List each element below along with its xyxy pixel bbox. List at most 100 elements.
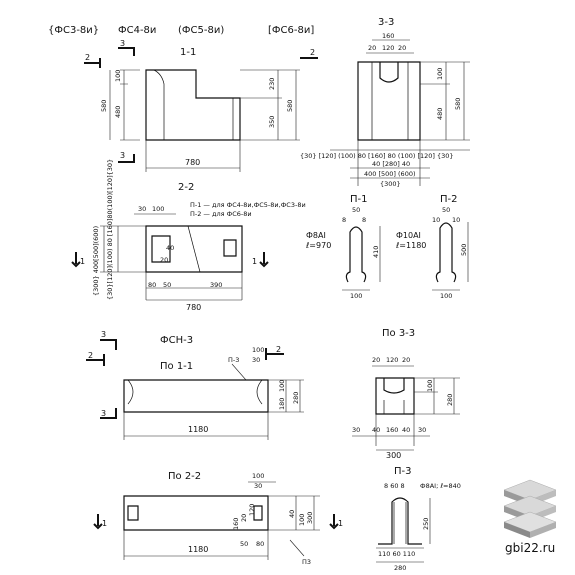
dim-100: 100 (426, 380, 434, 392)
dim-120: 120 (382, 44, 394, 52)
rebar-callout: П3 (302, 558, 311, 566)
slot-right (253, 505, 263, 521)
dim-row-4: {300} (380, 180, 401, 188)
dim-300: 300 (386, 451, 401, 460)
dim-120: 120 (248, 504, 256, 516)
dim-580: 580 (454, 98, 462, 110)
cut-label-right: 1 (252, 257, 257, 266)
dim-30: 30 (352, 426, 360, 434)
cut-label: 2 (88, 351, 93, 360)
dim-row-2: 40 [280] 40 (372, 160, 410, 168)
rebar-steel: Ф10АI (396, 231, 421, 240)
dim-8: 8 (342, 216, 346, 224)
title-fs4: ФС4-8и (118, 25, 156, 36)
section-3-3: 3-3 160 20 120 20 100 480 580 {30} [120]… (300, 17, 470, 188)
rebar-shape (435, 222, 457, 283)
dim-40: 40 (166, 244, 174, 252)
dim-100: 100 (436, 68, 444, 80)
po-3-3: По 3-3 20 120 20 100 280 30 40 160 40 30… (352, 328, 460, 460)
rebar-shape (345, 226, 367, 283)
dim-20: 20 (240, 514, 248, 522)
cut-label: 3 (101, 409, 106, 418)
cut-marker-top (118, 47, 135, 56)
dim-10: 10 (432, 216, 440, 224)
dim-20: 20 (368, 44, 376, 52)
view-title: По 1-1 (160, 361, 193, 372)
cut-label-top: 3 (120, 39, 125, 48)
brand-logo (503, 479, 557, 538)
dim-top: 8 60 8 (384, 482, 405, 490)
dim-100: 100 (114, 70, 122, 82)
header: {ФС3-8и} ФС4-8и (ФС5-8и) [ФС6-8и] (48, 25, 314, 36)
dim-20: 20 (398, 44, 406, 52)
dim-100: 100 (152, 205, 164, 213)
po-2-2: По 2-2 100 30 160 20 120 40 100 300 1 1 … (93, 471, 343, 566)
dim-vertical-2: {30}[120](100) 80 [160]80(100)[120]{30} (106, 159, 114, 300)
rebar-shape (378, 497, 422, 545)
dim-100: 100 (298, 514, 306, 526)
slot-right (223, 239, 237, 257)
slot-left (127, 505, 139, 521)
dim-row-3: 400 [500] (600) (364, 170, 416, 178)
view-title: По 2-2 (168, 471, 201, 482)
dim-780: 780 (186, 303, 201, 312)
block-outline (375, 377, 415, 415)
dim-50: 50 (352, 206, 360, 214)
cut-label-left: 2 (85, 53, 90, 62)
dim-390: 390 (210, 281, 222, 289)
cut-label: 3 (101, 330, 106, 339)
rebar-title: П-2 (440, 194, 458, 205)
cut-marker-right (265, 348, 284, 360)
dim-160: 160 (382, 32, 394, 40)
block-outline (123, 379, 269, 413)
section-title: 1-1 (180, 47, 196, 58)
slot-left (151, 235, 171, 263)
dim-780: 780 (185, 158, 200, 167)
section-2-2: 2-2 П-1 — для ФС4-8и,ФС5-8и,ФС3-8и П-2 —… (71, 159, 306, 312)
cut-label: 2 (276, 345, 281, 354)
rebar-p3: П-3 8 60 8 Ф8АI; ℓ=840 250 110 60 110 28… (376, 466, 461, 572)
dim-480: 480 (436, 108, 444, 120)
dim-1180: 1180 (188, 545, 208, 554)
rebar-steel: Ф8АI; ℓ=840 (420, 482, 461, 490)
dim-30: 30 (418, 426, 426, 434)
cut-label-right: 2 (310, 48, 315, 57)
rebar-p1: П-1 50 8 8 Ф8АI ℓ=970 410 100 (305, 194, 381, 300)
dim-20: 20 (372, 356, 380, 364)
rebar-length: ℓ=970 (305, 241, 331, 250)
dim-280: 280 (394, 564, 406, 572)
dim-580-left: 580 (100, 100, 108, 112)
dim-100: 100 (350, 292, 362, 300)
dim-50: 50 (240, 540, 248, 548)
title-fs5: (ФС5-8и) (178, 25, 224, 36)
rebar-title: П-3 (394, 466, 412, 477)
dim-100: 100 (252, 346, 264, 354)
block-title: ФСН-3 (160, 335, 193, 346)
cut-label-left: 1 (80, 257, 85, 266)
dim-1180: 1180 (188, 425, 208, 434)
dim-250: 250 (422, 518, 430, 530)
dim-30: 30 (252, 356, 260, 364)
note-p1: П-1 — для ФС4-8и,ФС5-8и,ФС3-8и (190, 201, 306, 209)
dim-30: 30 (138, 205, 146, 213)
dim-100: 100 (252, 472, 264, 480)
block-outline (357, 61, 421, 141)
title-fs6: [ФС6-8и] (268, 25, 314, 36)
cut-label: 1 (338, 519, 343, 528)
dim-8: 8 (362, 216, 366, 224)
title-fs3: {ФС3-8и} (48, 25, 99, 36)
dim-100: 100 (278, 380, 286, 392)
dim-230: 230 (268, 78, 276, 90)
cut-marker-bottom (118, 154, 135, 163)
fsn-3-po-1-1: ФСН-3 По 1-1 3 2 2 П-3 100 30 180 100 28… (86, 330, 304, 440)
cut-label-bottom: 3 (120, 151, 125, 160)
dim-300: 300 (306, 512, 314, 524)
dim-40: 40 (372, 426, 380, 434)
dim-40: 40 (288, 510, 296, 518)
dim-180: 180 (278, 398, 286, 410)
dim-350: 350 (268, 116, 276, 128)
rebar-length: ℓ=1180 (395, 241, 426, 250)
rebar-steel: Ф8АI (306, 231, 326, 240)
dim-500: 500 (460, 244, 468, 256)
